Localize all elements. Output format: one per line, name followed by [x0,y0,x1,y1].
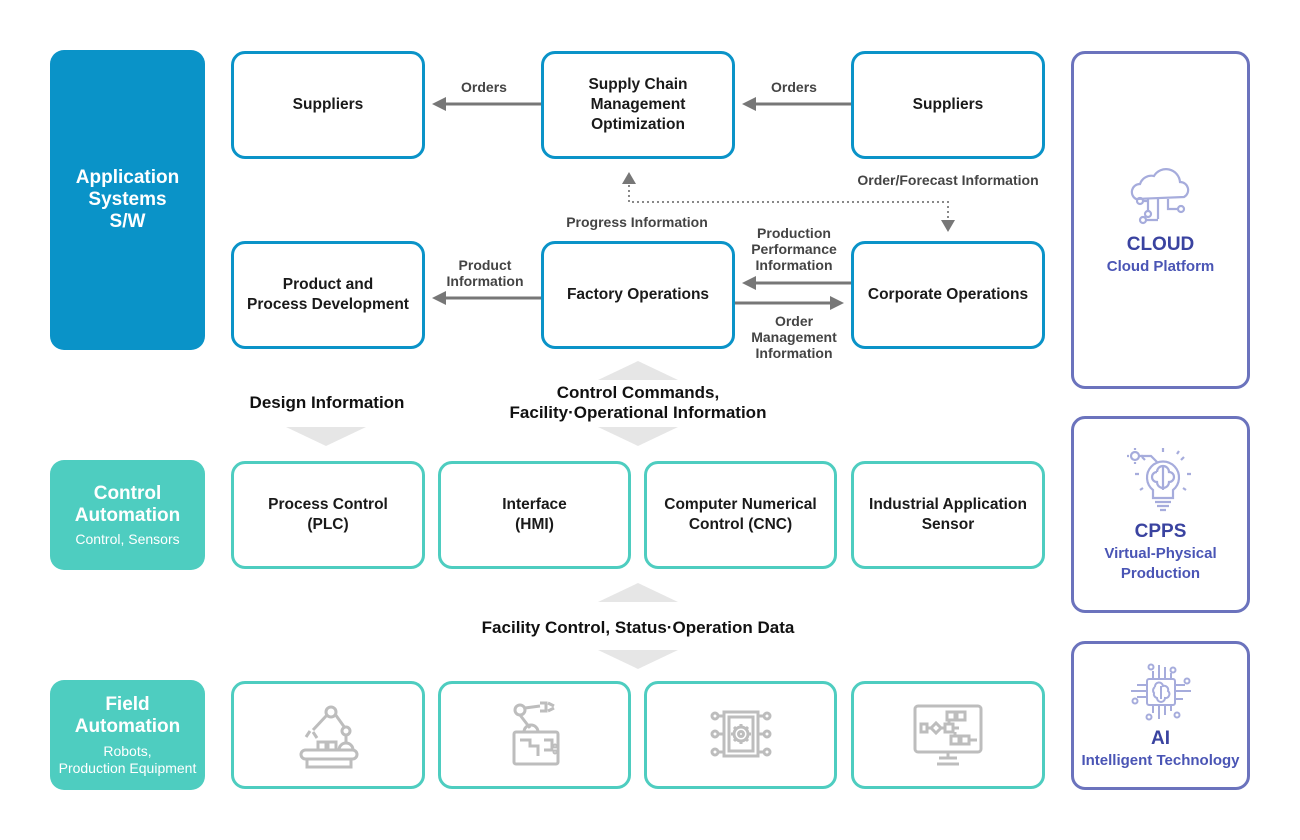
scm-optimization-box: Supply Chain Management Optimization [541,51,735,159]
box-label-line: (HMI) [515,516,554,533]
layer-title-line: Application [75,167,180,188]
field-box-chip-gear [644,681,837,789]
arrow-production-performance [742,276,851,290]
box-label-line: (PLC) [307,516,349,533]
arrow-order-management [735,296,844,310]
box-label-line: Product and [282,276,374,293]
tech-panel-title: CPPS [1134,520,1187,542]
layer-subtitle-line: Production Equipment [58,759,197,776]
box-label-line: Interface [502,496,567,513]
layer-subtitle: Control, Sensors [75,530,180,547]
label-line: Information [755,345,833,361]
layer-field-automation: Field Automation Robots, Production Equi… [50,680,205,790]
label-line: Performance [751,241,837,257]
chip-gear-icon [710,710,771,758]
cloud-network-icon [1130,168,1189,225]
tech-panel-cloud: CLOUD Cloud Platform [1071,51,1250,389]
box-label-line: Optimization [591,116,685,133]
label-line: Information [755,257,833,273]
orders-right-label: Orders [771,79,817,95]
control-commands-up-chevron [598,361,678,380]
label-line: Management [751,329,837,345]
control-box-plc: Process Control (PLC) [231,461,425,569]
label-line: Production [757,225,831,241]
arrow-orders-right [742,97,851,111]
box-label: Suppliers [912,96,984,113]
facility-control-label: Facility Control, Status·Operation Data [481,618,795,637]
layer-subtitle-line: Robots, [103,742,152,759]
tech-panel-cpps: CPPS Virtual-Physical Production [1071,416,1250,613]
tech-panel-title: CLOUD [1126,234,1195,255]
field-box-monitor-flowchart [851,681,1045,789]
box-label-line: Control (CNC) [688,516,793,533]
layer-title-line: Field [105,693,150,715]
field-box-robot-monitor [438,681,631,789]
design-information-label: Design Information [249,393,405,412]
facility-control-down-chevron [598,650,678,669]
product-process-development-box: Product and Process Development [231,241,425,349]
tech-panel-ai: AI Intelligent Technology [1071,641,1250,790]
robot-arm-monitor-icon [512,701,559,766]
robot-arm-conveyor-icon [299,705,359,769]
tech-panel-subtitle: Intelligent Technology [1081,751,1240,769]
ai-chip-brain-icon [1130,663,1191,720]
layer-control-automation: Control Automation Control, Sensors [50,460,205,570]
lightbulb-brain-icon [1126,447,1191,511]
layer-application-systems: Application Systems S/W [50,50,205,350]
label-line: Product [458,257,512,273]
box-label-line: Process Development [247,296,409,313]
order-forecast-label: Order/Forecast Information [857,172,1039,188]
box-label-line: Computer Numerical [664,496,817,513]
tech-panel-subtitle: Cloud Platform [1106,258,1215,275]
factory-operations-box: Factory Operations [541,241,735,349]
arrow-orders-left [432,97,541,111]
layer-title-line: S/W [109,211,146,232]
product-information-label: Product Information [440,257,530,289]
suppliers-right-box: Suppliers [851,51,1045,159]
box-label-line: Industrial Application [869,496,1027,513]
label-line: Control Commands, [556,383,720,402]
tech-panel-subtitle-line: Production [1120,564,1201,582]
label-line: Order [774,313,814,329]
box-label-line: Supply Chain [588,76,688,93]
box-label: Suppliers [292,96,364,113]
corporate-operations-box: Corporate Operations [851,241,1045,349]
control-commands-label: Control Commands, Facility·Operational I… [488,383,788,423]
box-label-line: Management [590,96,686,113]
layer-title-line: Systems [88,189,167,210]
box-label: Corporate Operations [867,286,1029,303]
orders-left-label: Orders [461,79,507,95]
box-label-line: Process Control [268,496,388,513]
layer-title-line: Control [93,482,162,504]
monitor-flowchart-icon [913,704,983,766]
box-label-line: Sensor [921,516,975,533]
layer-title-line: Automation [74,715,181,737]
production-performance-label: Production Performance Information [748,225,840,273]
arrow-product-information [432,291,541,305]
layer-title-line: Automation [74,504,181,526]
control-commands-down-chevron [598,427,678,446]
design-info-down-chevron [286,427,366,446]
field-box-robot-conveyor [231,681,425,789]
label-line: Information [446,273,524,289]
control-box-hmi: Interface (HMI) [438,461,631,569]
progress-information-label: Progress Information [566,214,708,230]
layer-subtitle: Robots, Production Equipment [59,743,197,777]
box-label: Factory Operations [566,286,710,303]
tech-panel-title: AI [1151,727,1170,749]
label-line: Facility·Operational Information [509,403,767,422]
control-box-cnc: Computer Numerical Control (CNC) [644,461,837,569]
suppliers-left-box: Suppliers [231,51,425,159]
control-box-sensor: Industrial Application Sensor [851,461,1045,569]
facility-control-up-chevron [598,583,678,602]
tech-panel-subtitle-line: Virtual-Physical [1104,544,1217,562]
arrow-dotted-progress-forecast [622,172,955,232]
order-management-label: Order Management Information [743,313,845,361]
